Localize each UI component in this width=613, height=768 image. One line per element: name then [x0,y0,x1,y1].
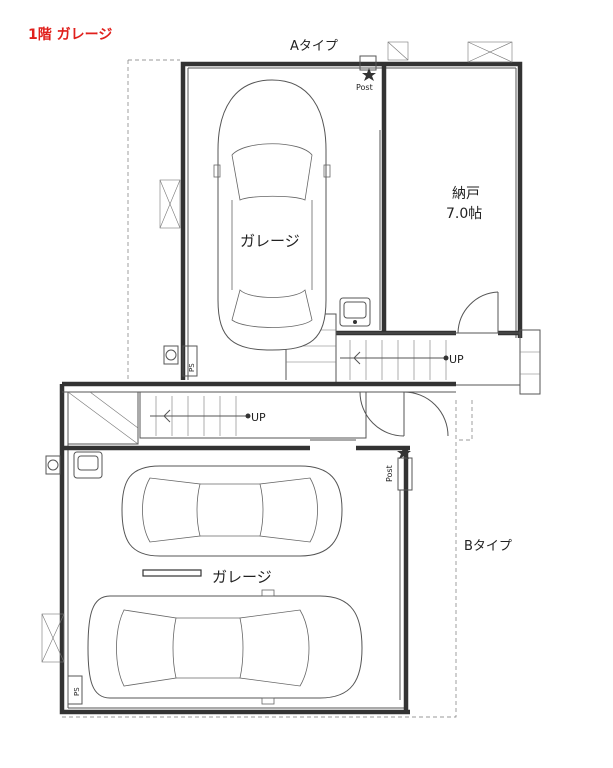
page-title: 1階 ガレージ [28,26,112,43]
storage-label: 納戸 [452,186,480,202]
ps-a-label: PS [188,363,196,372]
storage-size: 7.0帖 [446,206,482,222]
type-a-unit [159,41,541,395]
car-a [213,79,331,351]
car-b1 [121,465,343,557]
ventilation-fan-icon [163,345,179,365]
post-a-label: Post [356,83,373,92]
type-a-label: Aタイプ [290,39,338,54]
up-a-label: UP [449,353,464,366]
sink-icon [73,451,103,479]
ps-b-label: PS [73,687,81,696]
garage-b-label: ガレージ [212,568,272,586]
post-star-icon [397,446,413,491]
post-star-icon [359,55,377,81]
sink-icon [339,297,371,327]
up-b-label: UP [251,411,266,424]
property-lines [62,59,473,718]
type-b-unit [41,381,456,715]
ventilation-fan-icon [45,455,61,475]
car-b2 [87,589,363,705]
post-b-label: Post [385,465,394,482]
garage-a-label: ガレージ [240,232,300,250]
type-b-label: Bタイプ [464,539,512,554]
